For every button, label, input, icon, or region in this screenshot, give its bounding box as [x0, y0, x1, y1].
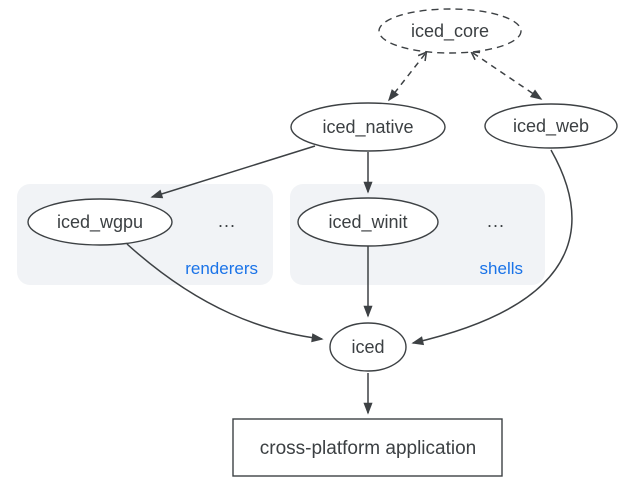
- edge-native-to-wgpu: [150, 145, 316, 199]
- node-iced-web-label: iced_web: [513, 116, 589, 137]
- node-iced-core-label: iced_core: [411, 21, 489, 42]
- renderers-ellipsis: ...: [218, 211, 236, 231]
- edge-wgpu-to-iced: [126, 243, 324, 343]
- shells-cluster-label: shells: [480, 259, 523, 278]
- node-application-label: cross-platform application: [260, 438, 476, 459]
- node-iced-wgpu-label: iced_wgpu: [57, 212, 143, 233]
- edge-core-to-web: [469, 50, 543, 100]
- shells-ellipsis: ...: [487, 211, 505, 231]
- node-iced-native: [290, 102, 446, 152]
- node-iced: [329, 322, 407, 372]
- node-iced-web: [484, 103, 618, 149]
- node-iced-winit-label: iced_winit: [328, 212, 407, 233]
- edge-web-to-iced: [411, 149, 573, 346]
- node-iced-wgpu: [27, 198, 173, 246]
- node-application: [232, 418, 503, 477]
- node-iced-label: iced: [351, 337, 384, 357]
- node-iced-native-label: iced_native: [322, 117, 413, 138]
- edge-core-to-native: [387, 51, 428, 102]
- node-iced-core: [378, 8, 522, 54]
- node-iced-winit: [297, 197, 439, 247]
- renderers-cluster-label: renderers: [185, 259, 258, 278]
